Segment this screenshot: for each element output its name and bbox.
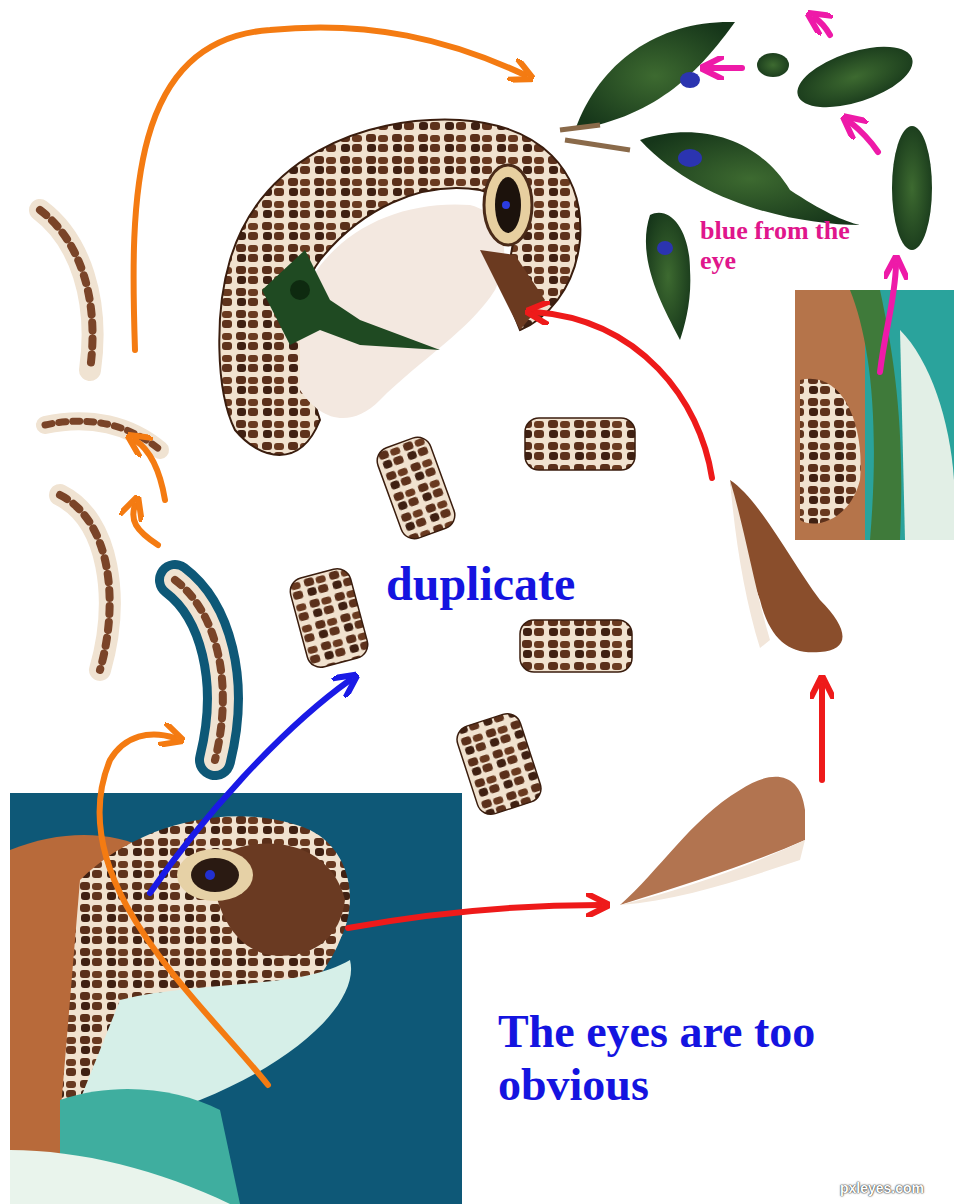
watermark: pxleyes.com <box>840 1180 950 1196</box>
note-label: blue from the eye <box>700 216 865 276</box>
step-label: duplicate <box>386 556 686 611</box>
note-label: The eyes are too obvious <box>498 1006 898 1112</box>
